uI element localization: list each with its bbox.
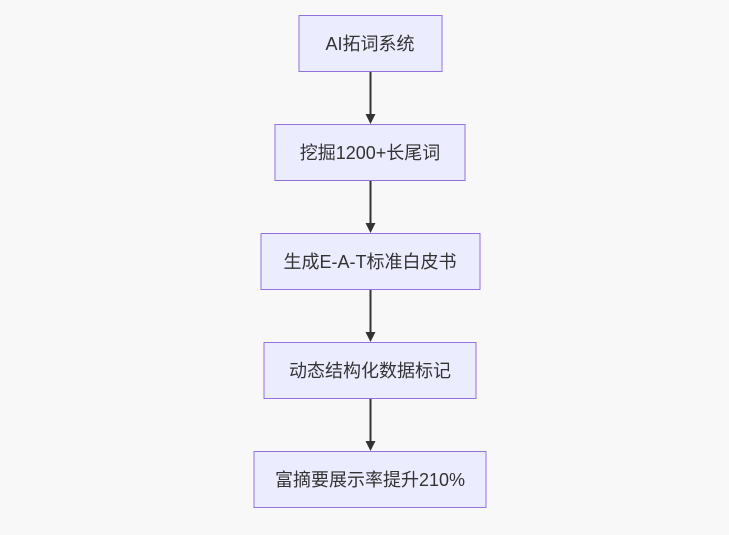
flow-node-2: 挖掘1200+长尾词 [274, 124, 466, 181]
flow-node-1: AI拓词系统 [298, 15, 442, 72]
flow-node-label: 动态结构化数据标记 [289, 360, 451, 381]
edge-arrow-2 [365, 181, 375, 233]
flow-node-label: 生成E-A-T标准白皮书 [283, 251, 457, 272]
arrow-head-icon [365, 441, 375, 451]
flow-node-4: 动态结构化数据标记 [263, 342, 477, 399]
arrow-head-icon [365, 332, 375, 342]
flowchart: AI拓词系统 挖掘1200+长尾词 生成E-A-T标准白皮书 动态结构化数据标记 [253, 15, 487, 508]
flow-node-5: 富摘要展示率提升210% [253, 451, 487, 508]
edge-arrow-1 [365, 72, 375, 124]
flow-node-label: AI拓词系统 [325, 33, 415, 54]
arrow-head-icon [365, 223, 375, 233]
edge-arrow-4 [365, 399, 375, 451]
arrow-head-icon [365, 114, 375, 124]
flow-node-3: 生成E-A-T标准白皮书 [260, 233, 480, 290]
flow-node-label: 挖掘1200+长尾词 [299, 142, 441, 163]
flow-node-label: 富摘要展示率提升210% [274, 469, 466, 490]
edge-arrow-3 [365, 290, 375, 342]
